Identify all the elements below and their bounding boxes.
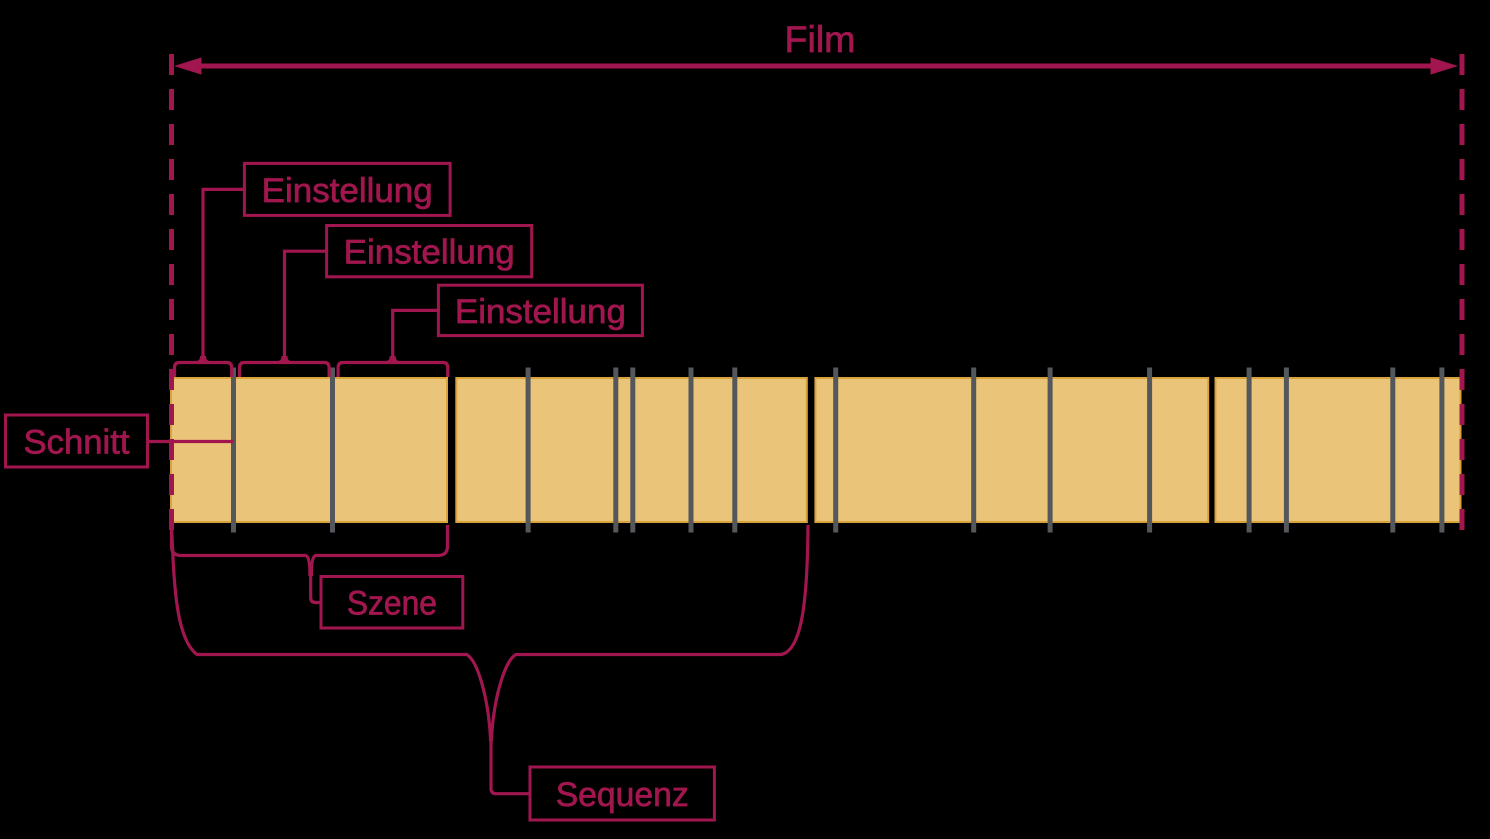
- svg-text:Schnitt: Schnitt: [24, 423, 131, 461]
- svg-text:Szene: Szene: [347, 585, 437, 623]
- svg-text:Einstellung: Einstellung: [344, 234, 515, 272]
- svg-text:Einstellung: Einstellung: [455, 293, 626, 331]
- svg-text:Sequenz: Sequenz: [556, 776, 689, 814]
- svg-text:Einstellung: Einstellung: [262, 172, 433, 210]
- svg-text:Film: Film: [785, 18, 856, 60]
